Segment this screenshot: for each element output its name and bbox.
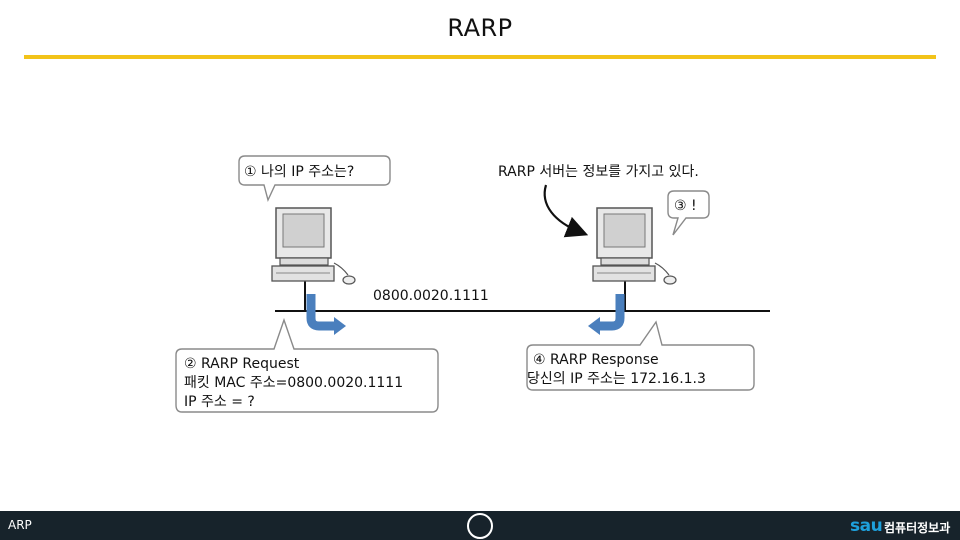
- footer-bar: ARP sau 컴퓨터정보과: [0, 511, 960, 540]
- logo-text: 컴퓨터정보과: [884, 521, 951, 535]
- rarp-request-bubble: ② RARP Request 패킷 MAC 주소=0800.0020.1111 …: [175, 317, 439, 413]
- response-ip-line: 당신의 IP 주소는 172.16.1.3: [527, 371, 706, 387]
- request-ip-line: IP 주소 = ?: [184, 394, 255, 410]
- footer-label: ARP: [8, 518, 32, 532]
- server-exclaim-text: ③ !: [674, 198, 697, 214]
- request-mac-line: 패킷 MAC 주소=0800.0020.1111: [184, 375, 403, 391]
- mac-address-label: 0800.0020.1111: [373, 288, 489, 304]
- page-title: RARP: [447, 14, 513, 42]
- response-arrow-icon: [598, 294, 625, 331]
- rarp-response-bubble: ④ RARP Response 당신의 IP 주소는 172.16.1.3: [526, 320, 755, 391]
- client-computer-icon: [271, 207, 356, 311]
- rarp-diagram: ① 나의 IP 주소는? RARP 서버는 정보를 가지고 있다. ③ ! 08…: [175, 155, 770, 413]
- client-question-text: ① 나의 IP 주소는?: [244, 164, 354, 180]
- logo-mark: sau: [850, 516, 883, 536]
- request-arrow-icon: [306, 294, 336, 331]
- curved-arrow-icon: [543, 184, 589, 238]
- mouse-icon: [342, 275, 356, 285]
- circle-icon: [467, 513, 493, 539]
- request-title: ② RARP Request: [184, 356, 300, 372]
- title-divider: [24, 55, 936, 59]
- response-title: ④ RARP Response: [533, 352, 659, 368]
- server-info-text: RARP 서버는 정보를 가지고 있다.: [498, 164, 699, 180]
- server-exclaim-bubble: ③ !: [667, 190, 710, 236]
- server-computer-icon: [592, 207, 677, 311]
- client-question-bubble: ① 나의 IP 주소는?: [238, 155, 391, 203]
